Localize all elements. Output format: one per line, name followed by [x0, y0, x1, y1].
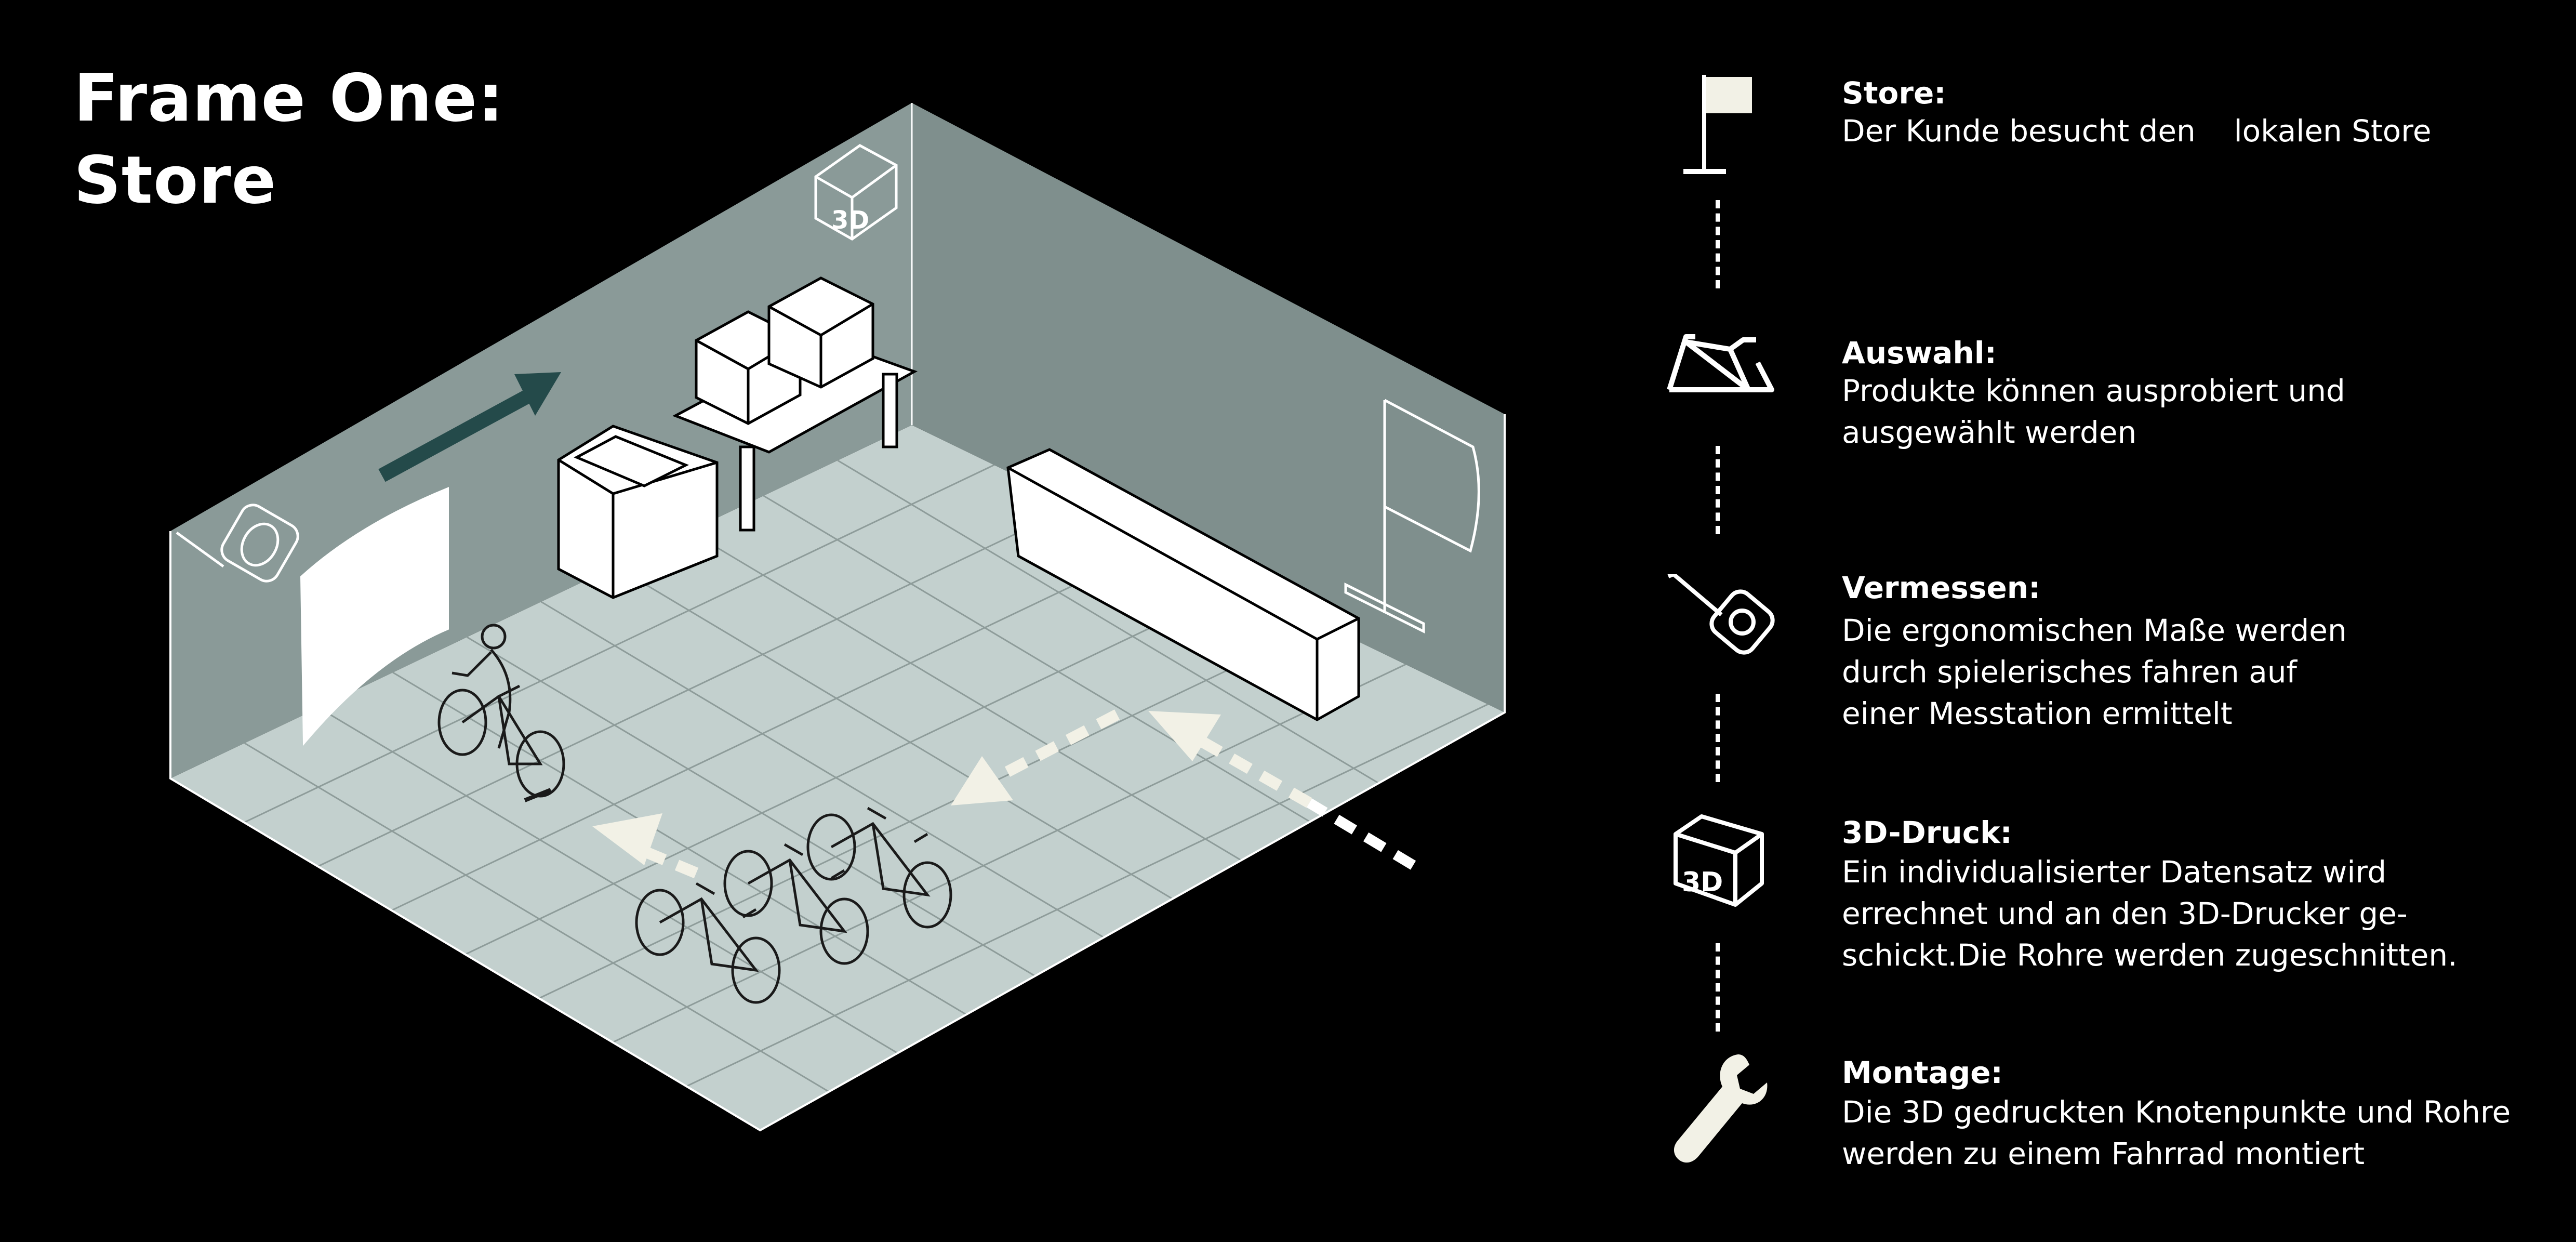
step-montage-title: Montage: [1842, 1055, 2003, 1090]
step-vermessen-desc: Die ergonomischen Maße werden durch spie… [1842, 610, 2559, 734]
direction-arrow-dark [378, 372, 561, 482]
display-bike [723, 843, 869, 965]
step-auswahl-desc-line: ausgewählt werden [1842, 415, 2137, 450]
floor-grid-line [317, 477, 1134, 867]
display-bike [806, 807, 952, 929]
wall-flag-icon [1344, 399, 1480, 634]
3d-printer-right [767, 276, 874, 389]
step-connector [1716, 200, 1720, 288]
step-montage-desc: Die 3D gedruckten Knotenpunkte und Rohre… [1842, 1091, 2559, 1174]
step-vermessen-title: Vermessen: [1842, 570, 2041, 605]
floor-grid-line [612, 653, 1429, 1043]
floor-grid-line [538, 609, 1355, 999]
step-auswahl-desc-line: Produkte können ausprobiert und [1842, 373, 2345, 408]
floor-grid-line [244, 433, 1060, 823]
sales-counter [1006, 448, 1360, 721]
step-montage-desc-line: Die 3D gedruckten Knotenpunkte und Rohre [1842, 1094, 2511, 1130]
step-3d-druck-desc-line: schickt.Die Rohre werden zugeschnitten. [1842, 937, 2458, 973]
step-auswahl-title: Auswahl: [1842, 335, 1997, 371]
3d-cube-label: 3D [1682, 867, 1723, 898]
projection-screen [300, 487, 449, 746]
step-connector [1716, 943, 1720, 1032]
step-store-desc: Der Kunde besucht den lokalen Store [1842, 110, 2559, 152]
step-vermessen-desc-line: durch spielerisches fahren auf [1842, 654, 2297, 690]
step-store-title: Store: [1842, 75, 1946, 111]
floor-grid-line [464, 565, 1281, 955]
wrench-icon [1674, 1054, 1768, 1163]
rider-on-measuring-bike [437, 624, 565, 802]
wall-tape-measure-icon [176, 504, 299, 583]
step-connector [1716, 446, 1720, 534]
step-auswahl-desc: Produkte können ausprobiert und ausgewäh… [1842, 370, 2559, 453]
step-vermessen-desc-line: Die ergonomischen Maße werden [1842, 613, 2347, 648]
step-3d-druck-title: 3D-Druck: [1842, 815, 2012, 850]
svg-text:3D: 3D [831, 206, 869, 235]
bike-frame-icon [1667, 334, 1774, 392]
right-wall [912, 103, 1505, 712]
step-connector [1716, 694, 1720, 782]
page-title-line-2: Store [74, 142, 277, 218]
step-3d-druck-desc-line: Ein individualisierter Datensatz wird [1842, 854, 2387, 890]
step-vermessen-desc-line: einer Messtation ermittelt [1842, 696, 2233, 731]
display-cabinet [557, 425, 719, 599]
step-store-desc-line: Der Kunde besucht den lokalen Store [1842, 113, 2432, 149]
page-title-line-1: Frame One: [74, 60, 504, 136]
wall-3d-cube-icon: 3D [814, 144, 898, 241]
tape-measure-icon [1667, 574, 1775, 655]
step-3d-druck-desc: Ein individualisierter Datensatz wird er… [1842, 851, 2559, 976]
display-bike [635, 882, 781, 1004]
3d-cube-icon: 3D [1674, 814, 1764, 907]
path-arrows-light [592, 709, 1416, 879]
flag-icon [1683, 75, 1752, 174]
floor-grid-line [686, 697, 1503, 1087]
step-montage-desc-line: werden zu einem Fahrrad montiert [1842, 1136, 2365, 1171]
step-3d-druck-desc-line: errechnet und an den 3D-Drucker ge- [1842, 896, 2408, 931]
